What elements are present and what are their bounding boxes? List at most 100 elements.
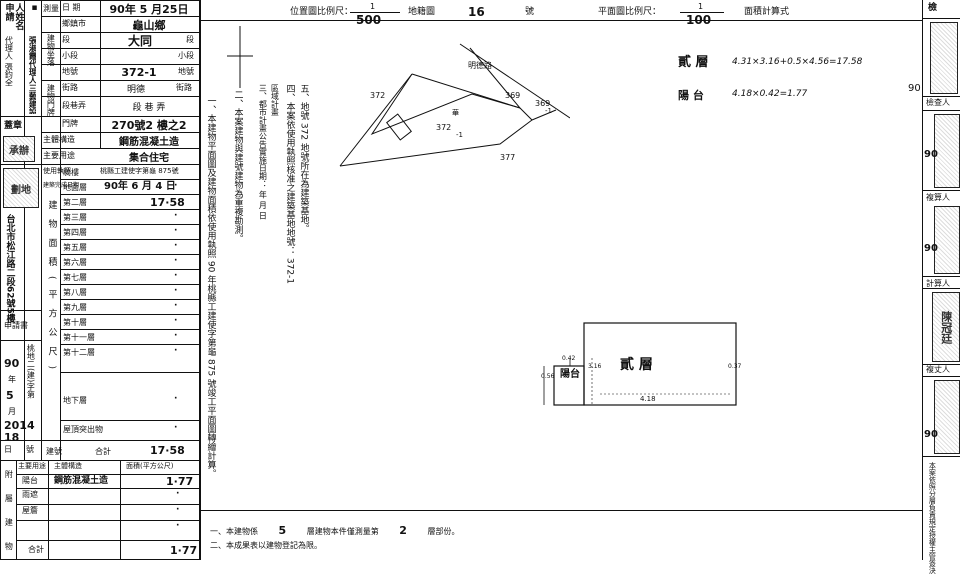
floor-label: 第二層	[63, 198, 87, 207]
floor-value: ·	[174, 286, 178, 296]
total-label-prefix: 建號	[46, 447, 62, 456]
floor-label: 第六層	[63, 258, 87, 267]
survey-date-value: 90年 5 月25日	[109, 2, 189, 16]
floor-label: 第十層	[63, 318, 87, 327]
review-label: 檢查人	[926, 98, 950, 107]
balcony-outline	[553, 365, 585, 406]
plan-scale-num: 1	[698, 2, 704, 11]
lot-suffix: 地號	[178, 67, 194, 76]
note-4: 四、本案依使用執照核准之建築基地地號： 372-1	[284, 84, 295, 285]
floor-value: ·	[174, 256, 178, 266]
floor-label: 第八層	[63, 288, 87, 297]
building-location-label: 建物坐落	[46, 34, 56, 66]
annex-use: 雨遮	[22, 490, 38, 499]
building-area-label: 建物面積(平方公尺)	[46, 200, 57, 380]
floor-plan	[543, 322, 737, 406]
floor-plan-balcony-label: 陽台	[560, 369, 580, 380]
applicant-book-label: 申請書	[4, 321, 28, 330]
calc-floor2-formula: 4.31×3.16+0.5×4.56=17.58	[732, 57, 863, 67]
annex-header-structure: 主體構造	[54, 462, 82, 470]
door-label: 門牌	[62, 119, 78, 128]
completion-label: 建築完成日期	[43, 182, 80, 189]
dim-side: 3.16	[588, 363, 602, 370]
annex-use: 陽台	[22, 476, 38, 485]
annex-structure: 鋼筋混凝土造	[54, 476, 109, 486]
stamp-year-2: 90	[924, 149, 938, 160]
lot-b-label: 369	[535, 99, 551, 108]
calc-label: 計算人	[926, 279, 950, 288]
lot-a-label: 369	[505, 91, 521, 100]
parcel-372-1	[370, 73, 521, 136]
sheet-value: 16	[468, 5, 485, 19]
redraw-stamp	[934, 380, 960, 454]
applicant-number: 2014	[4, 419, 35, 432]
check-label: 檢	[928, 3, 938, 13]
floor-label: 第七層	[63, 273, 87, 282]
road-line-top	[459, 43, 570, 119]
floor-value: ·	[174, 423, 178, 433]
street-value: 明德	[126, 85, 145, 95]
note-1: 一、本建物平面圖及建物面積依使用執照 90 年桃縣工建使字第龜 875 號竣工平…	[205, 96, 216, 479]
survey-date-label: 測量	[43, 4, 59, 13]
sheet-suffix: 號	[525, 7, 535, 17]
applicant-name: 代理人 張鈞全	[4, 36, 14, 87]
left-table: 申請 人姓名 代理人 張鈞全 張淑霞代理人三藝建設有限公司 ▪ 測量 日 期 9…	[0, 0, 200, 566]
applicant-day: 18	[4, 431, 20, 444]
building-footprint	[386, 113, 412, 141]
parcel-372-left	[339, 73, 413, 167]
bottom-note-2: 二、本成果表以建物登記為限。	[210, 541, 322, 550]
floor-label: 屋頂突出物	[63, 425, 103, 434]
lot-b-suffix: -1	[545, 107, 552, 115]
bottom-note-1: 一、本建物係 5 層建物本件僅測量第 2 層部份。	[210, 524, 460, 537]
floor-label: 第十二層	[63, 348, 95, 357]
plan-scale-label: 平面圖比例尺：	[598, 7, 662, 17]
applicant-year: 90	[4, 357, 20, 370]
floor-value: ·	[174, 211, 178, 221]
floor-label: 第三層	[63, 213, 87, 222]
lane-value: 段 巷 弄	[132, 103, 166, 113]
permit-value: 桃縣工建使字第龜 875號	[100, 167, 179, 175]
calc-balcony-label: 陽 台	[678, 89, 704, 102]
annex-area: ·	[176, 489, 180, 499]
total-label: 合計	[95, 447, 111, 456]
applicant-label: 申請	[3, 3, 14, 21]
floor-value: ·	[174, 346, 178, 356]
north-arrow-icon	[227, 26, 253, 88]
floor-value: ·	[174, 271, 178, 281]
dim-bottom: 4.18	[640, 395, 656, 403]
floor-label: 騎樓	[63, 168, 79, 177]
seal-stamp-2: 劃地	[3, 168, 39, 208]
floor-label: 地下層	[63, 396, 87, 405]
applicant-month: 5	[6, 389, 14, 402]
dim-right: 0.37	[728, 363, 742, 370]
dim-left: 0.56	[541, 373, 555, 380]
building-door-label: 建物門牌	[46, 84, 56, 116]
applicant-no-suffix: 號	[26, 445, 34, 454]
stamp-year-4: 90	[924, 429, 938, 440]
town-value: 龜山鄉	[132, 18, 166, 32]
calc-balcony-formula: 4.18×0.42=1.77	[732, 89, 808, 99]
note-5: 五、地號 372 地號所在為建築基地。	[298, 84, 309, 233]
lot-main-label: 372	[370, 91, 386, 100]
section-suffix: 段	[186, 35, 194, 44]
floor-label: 第九層	[63, 303, 87, 312]
stamp-year-3: 90	[924, 243, 938, 254]
calc-floor2-label: 貳 層	[678, 55, 709, 70]
lot-c-label: 377	[500, 153, 516, 162]
subsection-label: 小段	[62, 51, 78, 60]
calc-stamp: 陳冠廷	[932, 292, 960, 362]
side-address: 台北市松江路二段62號5樓	[4, 214, 15, 323]
parcel-boundary-top	[411, 47, 522, 109]
section-label: 段	[62, 35, 70, 44]
location-scale-label: 位置圖比例尺：	[290, 7, 354, 17]
applicant-book-vertical: 桃地二(建)字第	[26, 344, 36, 399]
note-3b: 區域計畫	[270, 84, 280, 116]
usage-label: 主要用途	[43, 151, 75, 160]
survey-date-label-2: 日 期	[62, 3, 81, 12]
parcel-label: 372	[436, 123, 452, 132]
seal-label: 蓋章	[4, 121, 23, 131]
completion-value: 90年 6 月 4 日	[104, 181, 176, 192]
redraw-label: 複丈人	[926, 365, 950, 374]
plan-scale-den: 100	[686, 13, 712, 27]
right-footnote: 本案依照分層負責規定授權主管簽決	[928, 462, 937, 574]
